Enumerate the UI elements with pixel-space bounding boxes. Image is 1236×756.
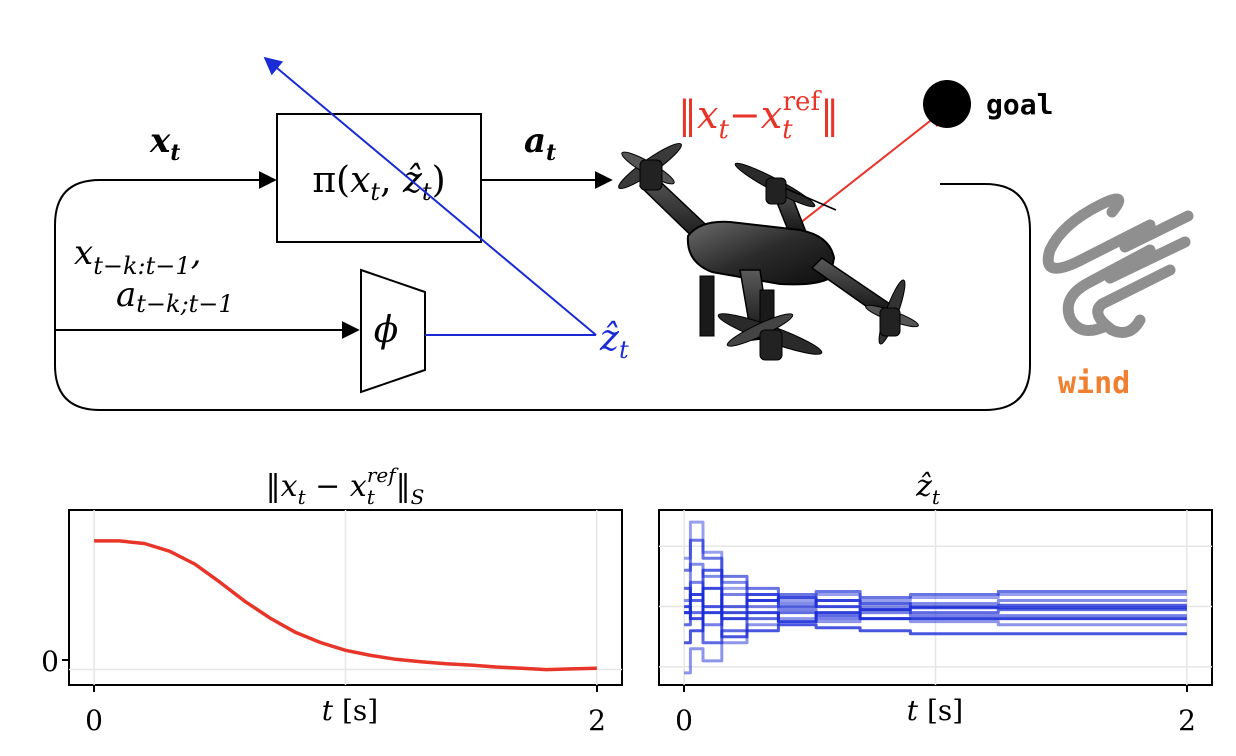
chart1-xtick-0: 0 bbox=[85, 704, 103, 737]
chart1-xlabel: t [s] bbox=[322, 694, 378, 727]
goal-label: goal bbox=[986, 88, 1053, 121]
quadrotor-drone-icon bbox=[618, 142, 919, 361]
history-label-line2: at−k;t−1 bbox=[116, 275, 234, 318]
goal-marker-icon bbox=[923, 80, 971, 128]
chart1-series-line-0 bbox=[94, 539, 597, 672]
action-label: at bbox=[524, 121, 556, 166]
wind-label: wind bbox=[1058, 366, 1130, 401]
chart2-series-line-1 bbox=[684, 617, 1187, 675]
encoder-box bbox=[360, 268, 426, 394]
latent-feedback-arrow bbox=[263, 56, 597, 336]
chart2-series-line-9 bbox=[684, 593, 1187, 624]
chart1-grid bbox=[69, 510, 622, 685]
policy-box bbox=[276, 113, 482, 243]
chart1-xtick-2: 2 bbox=[588, 704, 606, 737]
chart-tracking-error: ‖xt − xtref‖S 0 0 2 t [s] bbox=[41, 463, 623, 737]
encoder-label: ϕ bbox=[374, 310, 399, 351]
chart1-title: ‖xt − xtref‖S bbox=[266, 463, 425, 509]
wind-icon bbox=[1042, 193, 1194, 338]
chart1-ytick-0: 0 bbox=[41, 645, 59, 678]
chart2-title: ẑt bbox=[915, 469, 941, 509]
chart-latent: ẑt 0 2 t [s] bbox=[658, 469, 1213, 737]
chart2-series-line-5 bbox=[684, 608, 1187, 645]
chart2-xlabel: t [s] bbox=[907, 694, 963, 727]
error-label: ‖xt−xtref‖ bbox=[678, 87, 839, 145]
chart2-series-line-4 bbox=[684, 538, 1187, 599]
feedback-loop bbox=[54, 179, 1031, 411]
history-label-line1: xt−k:t−1, bbox=[74, 233, 201, 280]
chart1-series bbox=[94, 539, 597, 672]
block-diagram: π(xt, ẑt) xt at xt−k:t−1, at−k;t−1 ϕ ẑt … bbox=[54, 56, 1194, 411]
policy-label: π(xt, ẑt) bbox=[312, 160, 445, 206]
chart2-series bbox=[684, 520, 1187, 675]
chart2-xtick-2: 2 bbox=[1178, 704, 1196, 737]
state-input-label: xt bbox=[149, 121, 180, 166]
latent-label: ẑt bbox=[599, 318, 629, 364]
chart2-xtick-0: 0 bbox=[675, 704, 693, 737]
